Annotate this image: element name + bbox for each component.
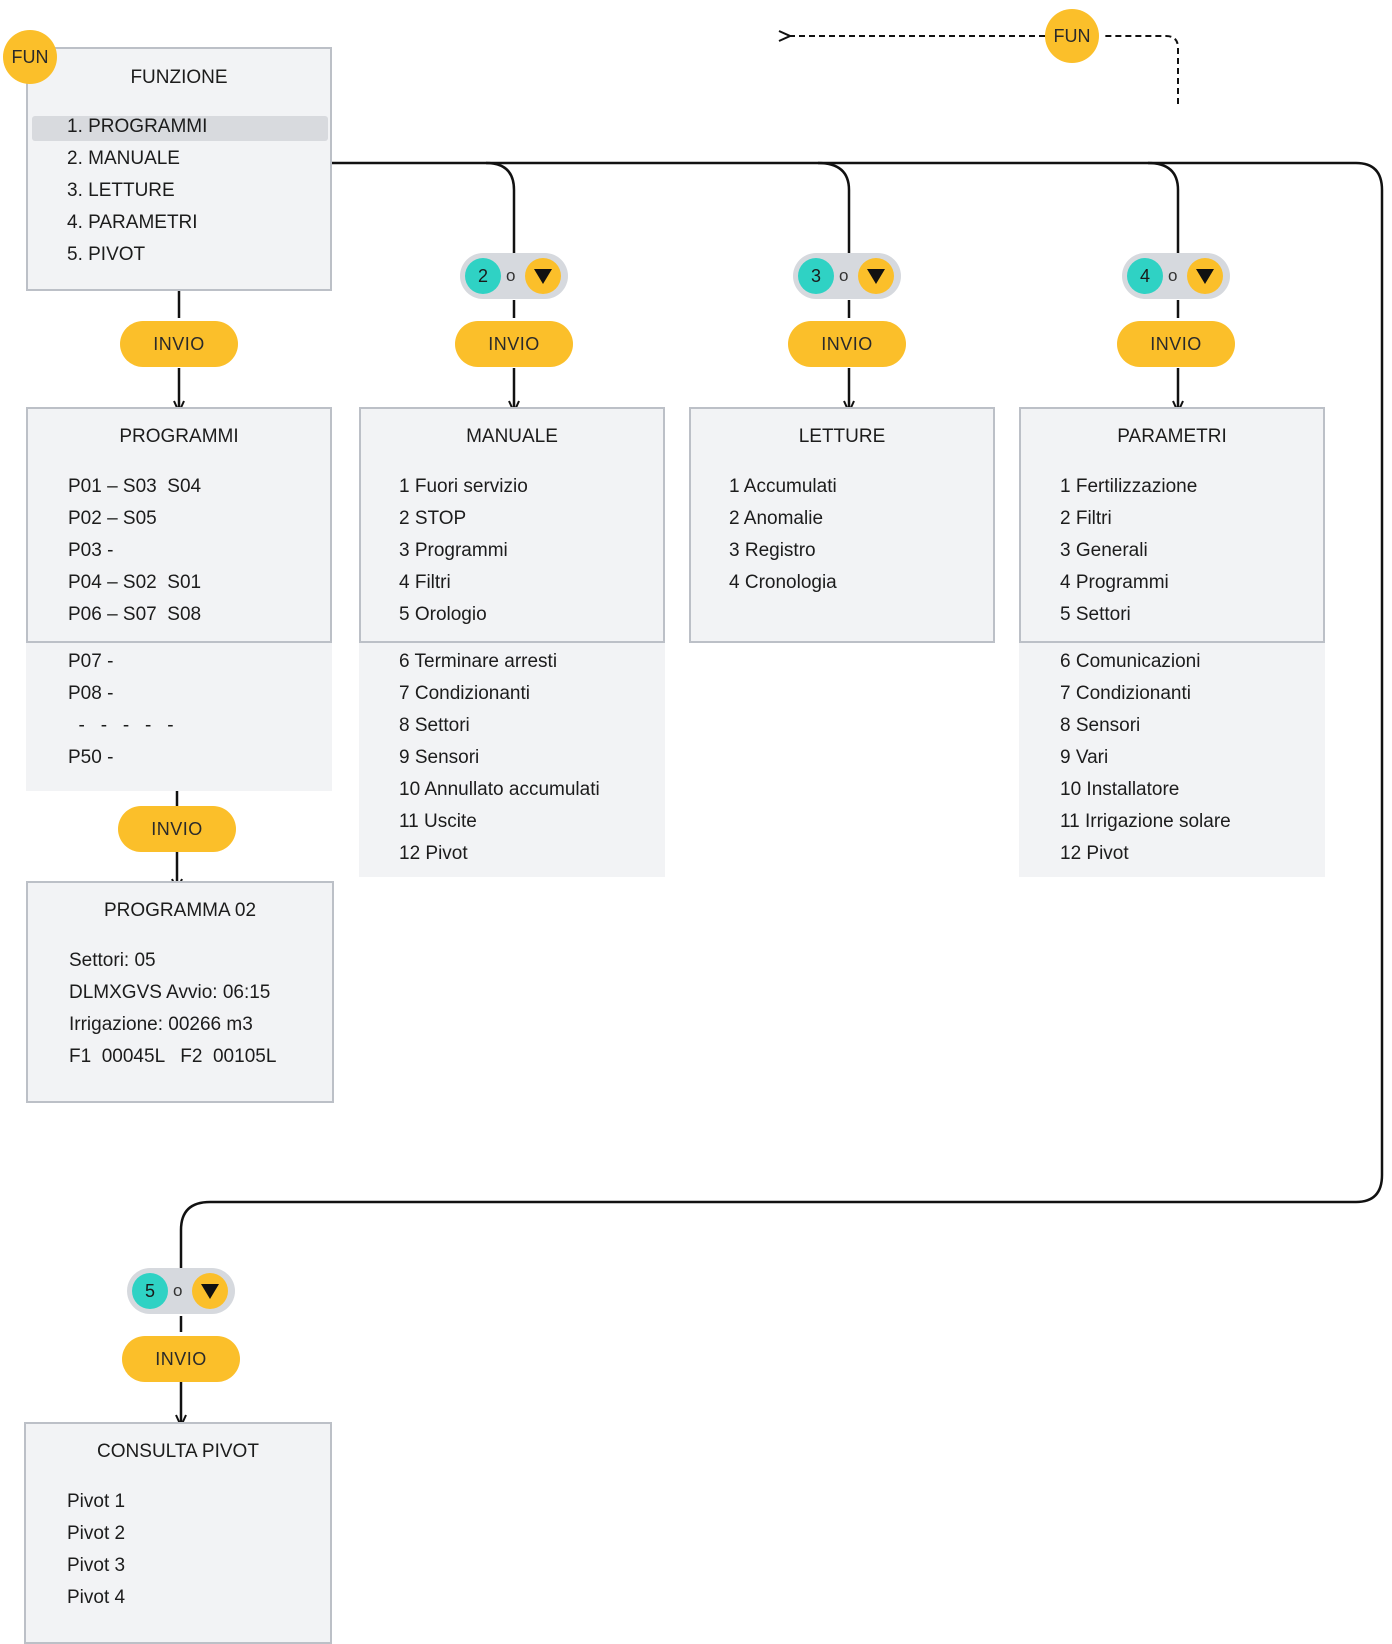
arrow-down-icon[interactable] (1187, 258, 1223, 294)
list-item[interactable]: Pivot 4 (67, 1587, 126, 1608)
list-item[interactable]: P08 - (68, 683, 114, 704)
or-label: o (839, 266, 849, 285)
invio-button-programmi[interactable]: INVIO (120, 321, 238, 367)
arrow-down-icon[interactable] (858, 258, 894, 294)
list-item[interactable]: P50 - (68, 747, 114, 768)
list-item[interactable]: P03 - (68, 540, 114, 561)
number-key-2[interactable]: 2 (465, 258, 501, 294)
list-item[interactable]: 6 Terminare arresti (399, 651, 558, 672)
key-combo-4: 4 o (1122, 253, 1230, 299)
detail-filtri: F1 00045L F2 00105L (69, 1046, 277, 1067)
parametri-title: PARAMETRI (1117, 426, 1227, 447)
arrow-down-icon[interactable] (525, 258, 561, 294)
number-key-5[interactable]: 5 (132, 1273, 168, 1309)
list-item[interactable]: 4 Filtri (399, 572, 451, 593)
list-item[interactable]: Pivot 2 (67, 1523, 126, 1544)
list-item[interactable]: 11 Uscite (399, 811, 477, 832)
list-item[interactable]: 4 Programmi (1060, 572, 1169, 593)
parametri-scroll-extension: 6 Comunicazioni 7 Condizionanti 8 Sensor… (1019, 643, 1325, 877)
programma-02-panel: PROGRAMMA 02 Settori: 05 DLMXGVS Avvio: … (26, 881, 334, 1103)
list-item[interactable]: 8 Settori (399, 715, 470, 736)
invio-button-programma[interactable]: INVIO (118, 806, 236, 852)
funzione-menu-panel: FUNZIONE 1. PROGRAMMI 2. MANUALE 3. LETT… (26, 47, 332, 291)
consulta-pivot-panel: CONSULTA PIVOT Pivot 1 Pivot 2 Pivot 3 P… (24, 1422, 332, 1644)
list-item[interactable]: 10 Installatore (1060, 779, 1180, 800)
invio-button-pivot[interactable]: INVIO (122, 1336, 240, 1382)
manuale-title: MANUALE (466, 426, 558, 447)
list-item[interactable]: Pivot 3 (67, 1555, 126, 1576)
selected-row-highlight (32, 116, 328, 141)
list-item[interactable]: 10 Annullato accumulati (399, 779, 600, 800)
programmi-scroll-extension: P07 - P08 - - - - - - P50 - (26, 643, 332, 791)
menu-item-manuale[interactable]: 2. MANUALE (67, 148, 180, 169)
invio-button-parametri[interactable]: INVIO (1117, 321, 1235, 367)
number-key-3[interactable]: 3 (798, 258, 834, 294)
programmi-panel: PROGRAMMI P01 – S03 S04 P02 – S05 P03 - … (26, 407, 332, 643)
list-item[interactable]: P06 – S07 S08 (68, 604, 202, 625)
list-item[interactable]: 7 Condizionanti (399, 683, 530, 704)
detail-irrigazione: Irrigazione: 00266 m3 (69, 1014, 253, 1035)
menu-item-programmi[interactable]: 1. PROGRAMMI (67, 116, 208, 137)
fun-key[interactable]: FUN (3, 30, 57, 84)
list-item[interactable]: 1 Accumulati (729, 476, 837, 497)
list-item[interactable]: Pivot 1 (67, 1491, 126, 1512)
list-item[interactable]: 2 STOP (399, 508, 467, 529)
parametri-panel: PARAMETRI 1 Fertilizzazione 2 Filtri 3 G… (1019, 407, 1325, 643)
detail-avvio: DLMXGVS Avvio: 06:15 (69, 982, 271, 1003)
list-item[interactable]: 2 Filtri (1060, 508, 1112, 529)
list-item[interactable]: 5 Orologio (399, 604, 487, 625)
list-item[interactable]: 3 Generali (1060, 540, 1148, 561)
manuale-scroll-extension: 6 Terminare arresti 7 Condizionanti 8 Se… (359, 643, 665, 877)
programma-02-title: PROGRAMMA 02 (103, 900, 257, 921)
number-key-4[interactable]: 4 (1127, 258, 1163, 294)
list-item[interactable]: 4 Cronologia (729, 572, 837, 593)
menu-item-letture[interactable]: 3. LETTURE (67, 180, 175, 201)
list-item[interactable]: P07 - (68, 651, 114, 672)
letture-panel: LETTURE 1 Accumulati 2 Anomalie 3 Regist… (689, 407, 995, 643)
list-item[interactable]: P04 – S02 S01 (68, 572, 202, 593)
key-combo-5: 5 o (127, 1268, 235, 1314)
detail-settori: Settori: 05 (69, 950, 156, 971)
list-item[interactable]: 1 Fuori servizio (399, 476, 528, 497)
list-item[interactable]: 6 Comunicazioni (1060, 651, 1201, 672)
list-item[interactable]: 1 Fertilizzazione (1060, 476, 1198, 497)
key-combo-2: 2 o (460, 253, 568, 299)
list-item[interactable]: 11 Irrigazione solare (1060, 811, 1231, 832)
funzione-title: FUNZIONE (130, 67, 228, 88)
arrow-down-icon[interactable] (192, 1273, 228, 1309)
list-item[interactable]: 9 Vari (1060, 747, 1109, 768)
letture-title: LETTURE (798, 426, 886, 447)
key-combo-3: 3 o (793, 253, 901, 299)
list-item[interactable]: 3 Registro (729, 540, 816, 561)
manuale-panel: MANUALE 1 Fuori servizio 2 STOP 3 Progra… (359, 407, 665, 643)
menu-item-pivot[interactable]: 5. PIVOT (67, 244, 146, 265)
or-label: o (1168, 266, 1178, 285)
list-item[interactable]: 3 Programmi (399, 540, 508, 561)
invio-button-letture[interactable]: INVIO (788, 321, 906, 367)
list-item[interactable]: 7 Condizionanti (1060, 683, 1191, 704)
invio-button-manuale[interactable]: INVIO (455, 321, 573, 367)
ellipsis-row: - - - - - (68, 715, 174, 736)
list-item[interactable]: 2 Anomalie (729, 508, 824, 529)
list-item[interactable]: P01 – S03 S04 (68, 476, 202, 497)
list-item[interactable]: P02 – S05 (68, 508, 157, 529)
consulta-pivot-title: CONSULTA PIVOT (97, 1441, 259, 1462)
list-item[interactable]: 9 Sensori (399, 747, 480, 768)
or-label: o (506, 266, 516, 285)
menu-item-parametri[interactable]: 4. PARAMETRI (67, 212, 198, 233)
list-item[interactable]: 12 Pivot (399, 843, 468, 864)
list-item[interactable]: 12 Pivot (1060, 843, 1129, 864)
or-label: o (173, 1281, 183, 1300)
programmi-title: PROGRAMMI (119, 426, 239, 447)
list-item[interactable]: 8 Sensori (1060, 715, 1141, 736)
list-item[interactable]: 5 Settori (1060, 604, 1131, 625)
fun-back-key[interactable]: FUN (1045, 9, 1099, 63)
